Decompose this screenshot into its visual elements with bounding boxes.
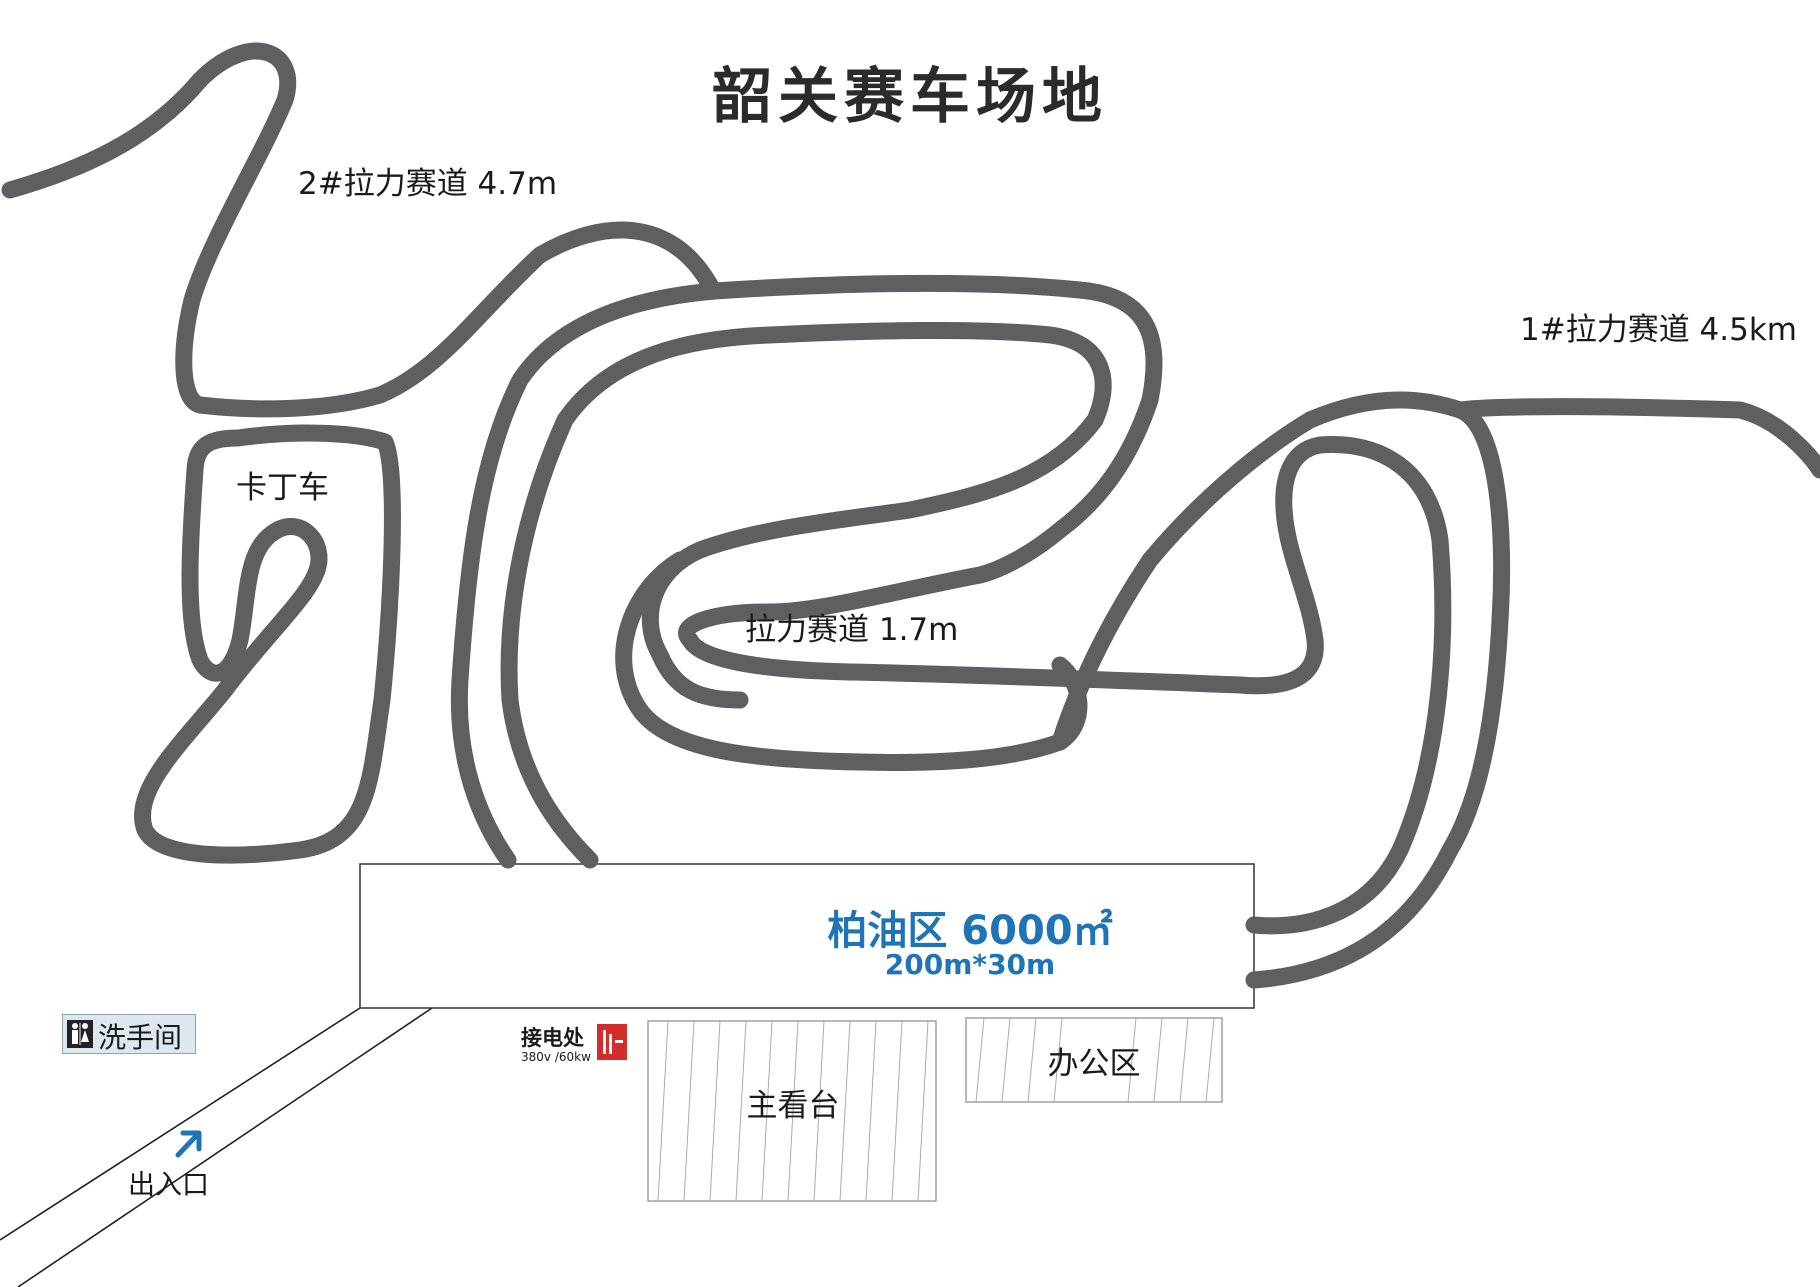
power-point-spec: 380v /60kw [521,1050,591,1064]
track-rally-inner-3 [615,551,1088,771]
entrance-arrow-icon [175,1130,202,1158]
grandstand-area [647,1020,937,1202]
grandstand-label: 主看台 [746,1088,840,1124]
asphalt-area [359,863,1255,1009]
office-label: 办公区 [1047,1046,1141,1082]
track-rally-inner-2 [500,321,1112,869]
map-title: 韶关赛车场地 [712,62,1108,132]
entrance-road [0,1007,433,1287]
asphalt-area-name: 柏油区 6000㎡ [827,908,1113,954]
restroom-icon [67,1020,93,1048]
track-rally-1 [1051,391,1820,989]
restroom-label: 洗手间 [98,1021,183,1054]
power-point-label: 接电处 [521,1026,584,1050]
label-rally-track-inner: 拉力赛道 1.7m [745,612,959,648]
track-kart [134,424,401,864]
office-area [965,1017,1223,1103]
label-rally-track-2: 2#拉力赛道 4.7m [298,166,558,202]
entrance-label: 出入口 [128,1170,209,1201]
label-rally-track-1: 1#拉力赛道 4.5km [1520,312,1798,348]
track-rally-inner [450,274,1452,935]
power-panel-icon [597,1024,627,1060]
track-rally-2 [1,42,719,418]
asphalt-area-size: 200m*30m [884,948,1056,981]
label-kart-track: 卡丁车 [236,470,329,506]
